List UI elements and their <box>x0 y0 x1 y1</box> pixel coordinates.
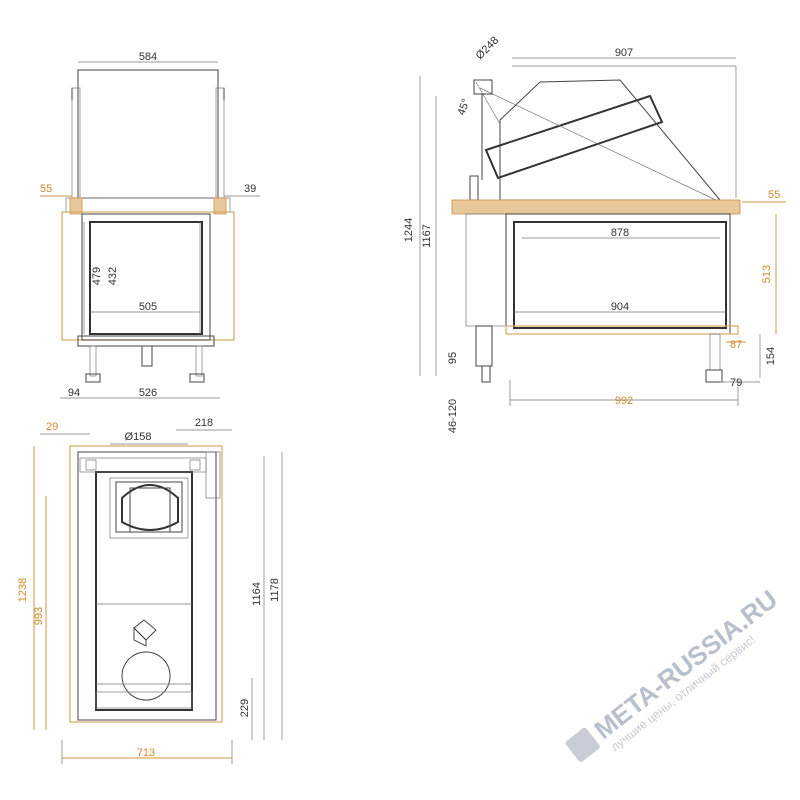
dim-39: 39 <box>244 183 256 195</box>
top-view: 29 Ø158 218 1238 993 1164 1178 229 713 <box>17 417 283 764</box>
dim-87: 87 <box>730 339 742 351</box>
front-view: 584 55 39 479 432 505 94 526 <box>40 51 260 399</box>
watermark: META-RUSSIA.RU лучшие цены, отличный сер… <box>565 584 783 762</box>
dim-94: 94 <box>68 387 80 399</box>
dim-584: 584 <box>139 51 157 63</box>
dim-907: 907 <box>615 47 633 59</box>
dim-46-120: 46-120 <box>447 399 459 433</box>
dim-526: 526 <box>139 387 157 399</box>
dim-218: 218 <box>195 417 213 429</box>
dim-1244: 1244 <box>403 218 415 242</box>
dim-1238: 1238 <box>17 578 29 602</box>
dim-992: 992 <box>615 395 633 407</box>
dim-1167: 1167 <box>421 224 433 248</box>
dim-diam-248: Ø248 <box>474 35 502 63</box>
brand-logo-icon <box>565 727 600 762</box>
dim-878: 878 <box>611 227 629 239</box>
dim-993: 993 <box>33 607 45 625</box>
dim-229: 229 <box>239 699 251 717</box>
dim-55-front: 55 <box>40 183 52 195</box>
dim-505: 505 <box>139 301 157 313</box>
dim-1164: 1164 <box>251 582 263 606</box>
dim-432: 432 <box>107 267 119 285</box>
dim-154: 154 <box>765 347 777 365</box>
dim-713: 713 <box>137 747 155 759</box>
dim-513: 513 <box>761 265 773 283</box>
dim-95: 95 <box>447 352 459 364</box>
dim-55-side: 55 <box>768 189 780 201</box>
dim-29: 29 <box>46 421 58 433</box>
dim-904: 904 <box>611 301 629 313</box>
side-view: 907 Ø248 45° 1244 1167 55 878 904 513 87… <box>403 35 786 433</box>
dim-79: 79 <box>730 377 742 389</box>
dim-angle-45: 45° <box>456 97 473 117</box>
dim-diam-158: Ø158 <box>125 431 152 443</box>
dim-479: 479 <box>91 267 103 285</box>
watermark-brand: META-RUSSIA.RU <box>588 584 783 745</box>
dim-1178: 1178 <box>269 578 281 602</box>
